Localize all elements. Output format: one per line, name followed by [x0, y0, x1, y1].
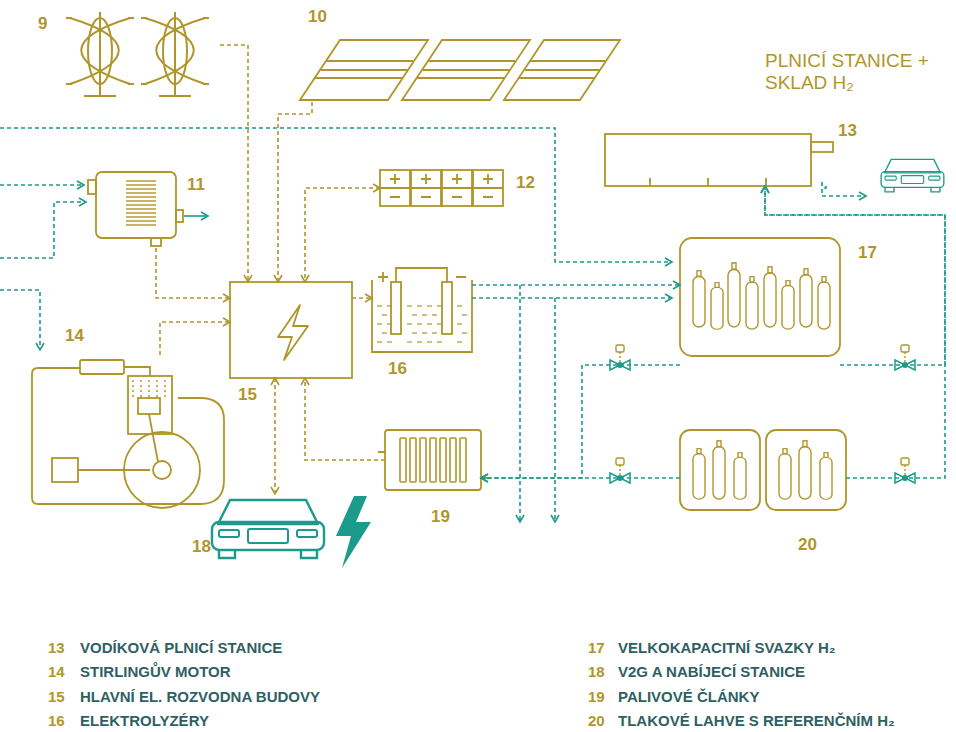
callout-number: 12: [516, 174, 535, 191]
legend-text: STIRLINGŮV MOTOR: [80, 664, 231, 681]
legend-text: TLAKOVÉ LAHVE S REFERENČNÍM H₂: [618, 713, 895, 730]
legend-text: V2G A NABÍJECÍ STANICE: [618, 664, 805, 681]
legend-number: 19: [588, 689, 605, 706]
component: 20: [680, 430, 846, 510]
callout-number: 20: [798, 536, 817, 553]
component: 18: [210, 494, 326, 564]
component: 11: [88, 168, 184, 248]
legend-number: 15: [48, 689, 65, 706]
component: 19: [385, 430, 481, 490]
callout-number: 9: [38, 15, 47, 32]
callout-number: 19: [431, 508, 450, 525]
component: 12: [380, 168, 506, 208]
component: 15: [230, 282, 352, 378]
callout-number: 15: [238, 386, 257, 403]
legend-text: VODÍKOVÁ PLNICÍ STANICE: [80, 640, 282, 657]
legend-number: 13: [48, 640, 65, 657]
component: 10: [296, 38, 622, 102]
flow-connector: [274, 378, 276, 494]
component: 13: [605, 134, 835, 186]
flow-connector: [156, 248, 230, 298]
legend-text: ELEKTROLYZÉRY: [80, 713, 209, 730]
callout-number: 10: [308, 8, 327, 25]
flow-connector: [160, 322, 230, 355]
callout-number: 13: [838, 122, 857, 139]
flow-connector: [305, 378, 385, 460]
callout-number: 11: [187, 176, 205, 193]
legend-text: PALIVOVÉ ČLÁNKY: [618, 689, 759, 706]
flow-connector: [352, 297, 372, 299]
legend-number: 14: [48, 664, 65, 681]
legend-number: 17: [588, 640, 605, 657]
legend-text: HLAVNÍ EL. ROZVODNA BUDOVY: [80, 689, 320, 706]
component: 14: [30, 355, 226, 507]
callout-number: 18: [192, 538, 211, 555]
flow-connector: [765, 186, 945, 365]
component: 17: [680, 238, 840, 356]
legend-number: 18: [588, 664, 605, 681]
component: 16: [372, 266, 472, 354]
flow-connector: [278, 102, 312, 282]
legend-text: VELKOKAPACITNÍ SVAZKY H₂: [618, 640, 836, 657]
flow-connector: [765, 186, 945, 478]
callout-number: 17: [858, 244, 877, 261]
flow-connector: [220, 45, 248, 282]
flow-connector: [472, 284, 680, 286]
callout-number: 16: [388, 360, 407, 377]
flow-connector: [481, 477, 680, 479]
station-heading: PLNICÍ STANICE + SKLAD H₂: [765, 50, 933, 94]
flow-connector: [481, 365, 680, 478]
legend-number: 20: [588, 713, 605, 730]
callout-number: 14: [65, 327, 84, 344]
flow-connector: [305, 188, 380, 282]
legend-number: 16: [48, 713, 65, 730]
component: 9: [60, 10, 220, 100]
